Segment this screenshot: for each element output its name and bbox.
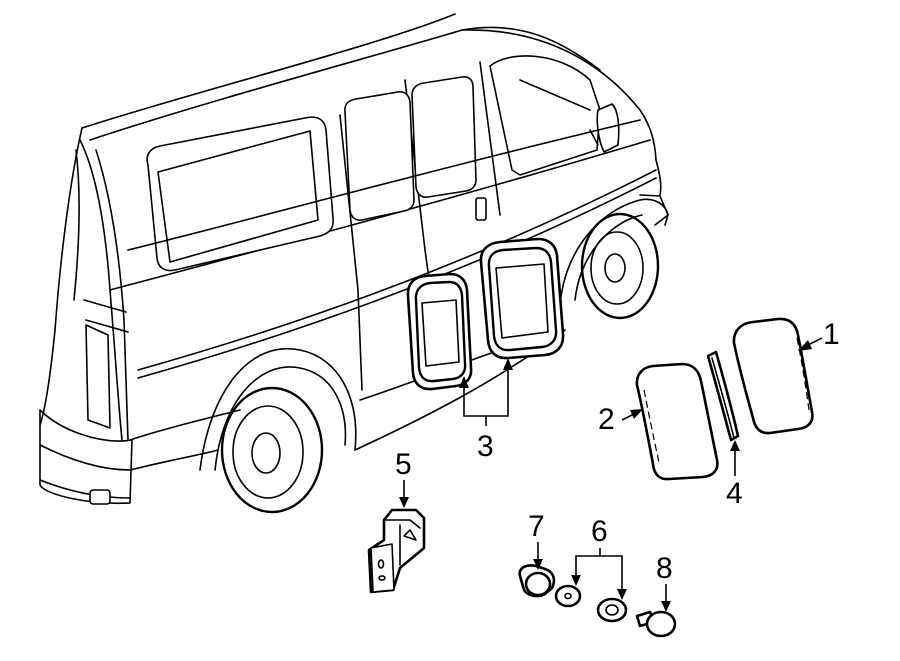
window-glass-part-2 [635, 362, 719, 481]
leader-lines [399, 337, 823, 612]
grommets-part-6 [554, 584, 628, 623]
door-weatherstrip-seals [406, 237, 565, 391]
push-clip-part-8 [635, 610, 677, 638]
callout-3: 3 [477, 430, 494, 463]
bracket-part-5 [367, 508, 426, 594]
callout-labels: 1 2 3 4 5 6 7 8 [395, 318, 840, 585]
callout-7: 7 [528, 510, 545, 543]
glass-divider-strip-part-4 [706, 350, 740, 442]
callout-1: 1 [823, 318, 840, 351]
window-glass-part-1 [732, 317, 814, 435]
callout-8: 8 [656, 552, 673, 585]
van-illustration [39, 13, 669, 514]
callout-2: 2 [598, 403, 615, 436]
callout-4: 4 [726, 477, 743, 510]
callout-5: 5 [395, 448, 412, 481]
callout-6: 6 [591, 515, 608, 548]
cap-part-7 [518, 564, 556, 598]
